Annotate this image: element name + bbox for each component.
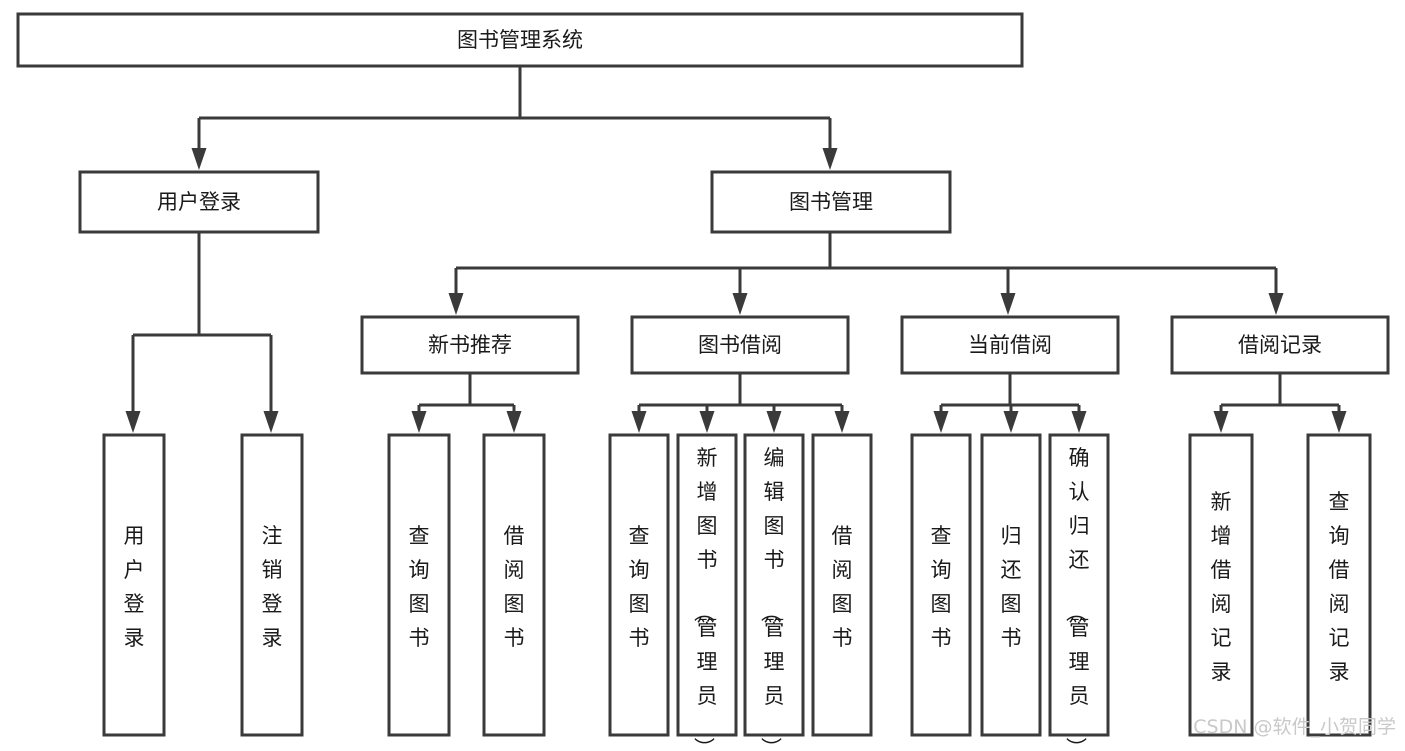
leaf-node-11-box[interactable] xyxy=(1188,433,1254,737)
level3-node-0-label: 新书推荐 xyxy=(428,333,512,357)
leaf-node-6[interactable]: 编辑图书（管理员） xyxy=(743,433,805,751)
level3-node-0-box[interactable] xyxy=(360,315,580,375)
leaf-node-9-label: 归还图书 xyxy=(1001,524,1022,650)
level3-node-1-label: 图书借阅 xyxy=(698,333,782,357)
book-mgmt-trunk-arrow-2 xyxy=(1000,293,1016,315)
user-login-trunk-arrow-0 xyxy=(125,411,141,433)
leaf-node-8-box[interactable] xyxy=(910,433,972,737)
current-trunk-arrow-2 xyxy=(1071,411,1087,433)
leaf-node-4-label: 查询图书 xyxy=(629,524,650,650)
level2-node-1[interactable]: 图书管理 xyxy=(710,170,952,234)
book-mgmt-trunk-arrow-1 xyxy=(732,293,748,315)
leaf-node-5-label: 新增图书（管理员） xyxy=(692,446,718,747)
book-mgmt-trunk xyxy=(448,232,1284,315)
leaf-node-6-box[interactable] xyxy=(743,433,805,737)
leaf-node-7-label: 借阅图书 xyxy=(832,524,853,650)
leaf-node-12[interactable]: 查询借阅记录 xyxy=(1306,433,1372,737)
leaf-node-7[interactable]: 借阅图书 xyxy=(811,433,873,737)
root-trunk-arrow-1 xyxy=(822,148,838,170)
root-node-book-management-system-label: 图书管理系统 xyxy=(457,28,583,52)
current-trunk xyxy=(933,373,1087,433)
level2-node-0-box[interactable] xyxy=(78,170,320,234)
leaf-node-6-label: 编辑图书（管理员） xyxy=(759,446,785,747)
leaf-node-2[interactable]: 查询图书 xyxy=(387,433,451,737)
leaf-node-7-box[interactable] xyxy=(811,433,873,737)
leaf-node-3[interactable]: 借阅图书 xyxy=(482,433,546,737)
leaf-node-9[interactable]: 归还图书 xyxy=(980,433,1042,737)
leaf-node-8[interactable]: 查询图书 xyxy=(910,433,972,737)
leaf-node-8-label: 查询图书 xyxy=(931,524,952,650)
level3-node-3-box[interactable] xyxy=(1170,315,1390,375)
level2-node-1-box[interactable] xyxy=(710,170,952,234)
leaf-node-4-box[interactable] xyxy=(608,433,670,737)
borrow-trunk-arrow-3 xyxy=(834,411,850,433)
new-book-trunk-arrow-0 xyxy=(411,411,427,433)
leaf-node-11-label: 新增借阅记录 xyxy=(1211,490,1232,684)
book-mgmt-trunk-arrow-3 xyxy=(1268,293,1284,315)
borrow-trunk xyxy=(631,373,850,433)
leaf-node-5-box[interactable] xyxy=(676,433,738,737)
new-book-trunk-arrow-1 xyxy=(506,411,522,433)
root-node-book-management-system-box[interactable] xyxy=(16,12,1024,68)
leaf-node-10-box[interactable] xyxy=(1048,433,1110,737)
borrow-trunk-arrow-2 xyxy=(766,411,782,433)
leaf-node-4[interactable]: 查询图书 xyxy=(608,433,670,737)
borrow-trunk-arrow-0 xyxy=(631,411,647,433)
level3-node-3[interactable]: 借阅记录 xyxy=(1170,315,1390,375)
node-layer: 图书管理系统用户登录图书管理新书推荐图书借阅当前借阅借阅记录用户登录注销登录查询… xyxy=(16,12,1390,751)
borrow-trunk-arrow-1 xyxy=(699,411,715,433)
leaf-node-3-label: 借阅图书 xyxy=(504,524,525,650)
root-node-book-management-system[interactable]: 图书管理系统 xyxy=(16,12,1024,68)
leaf-node-1-label: 注销登录 xyxy=(262,524,283,650)
record-trunk xyxy=(1213,373,1347,433)
leaf-node-0-label: 用户登录 xyxy=(124,524,145,650)
leaf-node-11[interactable]: 新增借阅记录 xyxy=(1188,433,1254,737)
level3-node-2-label: 当前借阅 xyxy=(968,333,1052,357)
connector-layer xyxy=(125,66,1347,433)
current-trunk-arrow-0 xyxy=(933,411,949,433)
leaf-node-1-box[interactable] xyxy=(240,433,304,737)
level3-node-2[interactable]: 当前借阅 xyxy=(900,315,1120,375)
current-trunk-arrow-1 xyxy=(1003,411,1019,433)
level2-node-0-label: 用户登录 xyxy=(157,190,241,214)
leaf-node-2-box[interactable] xyxy=(387,433,451,737)
level3-node-0[interactable]: 新书推荐 xyxy=(360,315,580,375)
level3-node-1-box[interactable] xyxy=(630,315,850,375)
level3-node-1[interactable]: 图书借阅 xyxy=(630,315,850,375)
leaf-node-12-box[interactable] xyxy=(1306,433,1372,737)
record-trunk-arrow-0 xyxy=(1213,411,1229,433)
csdn-watermark: CSDN @软件_小贺同学 xyxy=(1193,716,1396,738)
leaf-node-10[interactable]: 确认归还（管理员） xyxy=(1048,433,1110,751)
leaf-node-12-label: 查询借阅记录 xyxy=(1329,490,1350,684)
level2-node-0[interactable]: 用户登录 xyxy=(78,170,320,234)
level2-node-1-label: 图书管理 xyxy=(789,190,873,214)
leaf-node-1[interactable]: 注销登录 xyxy=(240,433,304,737)
root-trunk xyxy=(191,66,838,170)
user-login-trunk xyxy=(125,232,279,433)
new-book-trunk xyxy=(411,373,522,433)
user-login-trunk-arrow-1 xyxy=(263,411,279,433)
leaf-node-3-box[interactable] xyxy=(482,433,546,737)
leaf-node-9-box[interactable] xyxy=(980,433,1042,737)
level3-node-3-label: 借阅记录 xyxy=(1238,333,1322,357)
leaf-node-5[interactable]: 新增图书（管理员） xyxy=(676,433,738,751)
level3-node-2-box[interactable] xyxy=(900,315,1120,375)
leaf-node-0-box[interactable] xyxy=(102,433,166,737)
root-trunk-arrow-0 xyxy=(191,148,207,170)
book-mgmt-trunk-arrow-0 xyxy=(448,293,464,315)
leaf-node-2-label: 查询图书 xyxy=(409,524,430,650)
record-trunk-arrow-1 xyxy=(1331,411,1347,433)
leaf-node-0[interactable]: 用户登录 xyxy=(102,433,166,737)
